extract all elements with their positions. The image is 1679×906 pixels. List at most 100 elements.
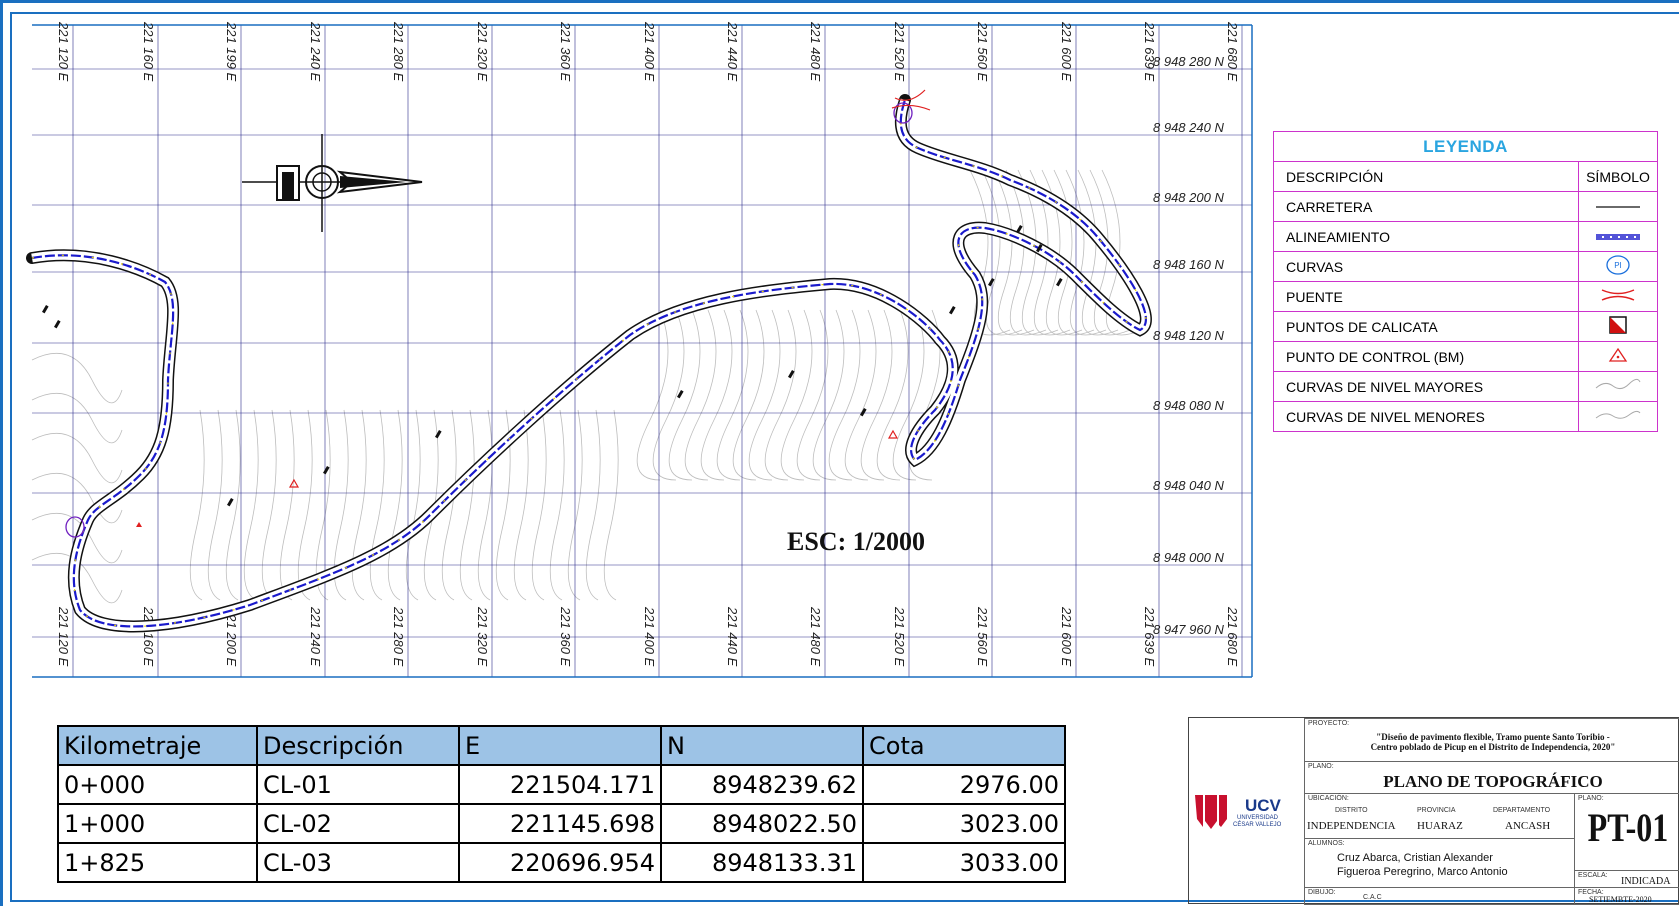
cell-kilometraje: 1+000 <box>57 803 258 844</box>
road-alignment <box>26 94 1152 633</box>
contour-line <box>844 309 877 481</box>
cell-e: 221145.698 <box>458 803 662 844</box>
province-value: HUARAZ <box>1417 820 1463 832</box>
date-cell: FECHA: SETIEMBTE-2020 <box>1574 887 1679 905</box>
x-axis-label: 221 280 E <box>391 21 406 82</box>
pi-circle-icon: PI <box>1578 251 1658 282</box>
project-label: PROYECTO: <box>1308 720 1350 727</box>
control-point-triangle-icon <box>887 429 899 439</box>
x-axis-label: 221 520 E <box>892 606 907 667</box>
contour-line <box>812 309 845 481</box>
legend-label: PUENTE <box>1273 281 1579 312</box>
contour-line <box>531 409 547 601</box>
y-axis-label: 8 948 000 N <box>1153 550 1224 565</box>
drawing-label: DIBUJO: <box>1308 889 1336 896</box>
scale-label: ESC: 1/2000 <box>787 527 925 556</box>
x-axis-label: 221 360 E <box>558 606 573 667</box>
calicata-mark <box>42 305 49 314</box>
pi-circle-icon <box>893 102 913 124</box>
x-axis-label: 221 320 E <box>475 21 490 82</box>
road-line-icon <box>1578 191 1658 222</box>
col-kilometraje: Kilometraje <box>57 725 258 766</box>
cell-e: 220696.954 <box>458 842 662 883</box>
x-axis-label: 221 440 E <box>725 21 740 82</box>
contour-line <box>189 409 205 601</box>
cell-e: 221504.171 <box>458 764 662 805</box>
calicata-mark <box>860 407 867 417</box>
district-label: DISTRITO <box>1335 807 1368 814</box>
contour-line <box>993 169 1035 336</box>
scale-value: INDICADA <box>1621 876 1671 887</box>
y-axis-label: 8 948 120 N <box>1153 328 1224 343</box>
legend-title: LEYENDA <box>1273 131 1658 162</box>
triangle-icon <box>1578 341 1658 372</box>
x-axis-label: 221 560 E <box>975 606 990 667</box>
legend-col-description: DESCRIPCIÓN <box>1273 161 1579 192</box>
x-axis-label: 221 160 E <box>141 21 156 82</box>
contour-line <box>684 309 717 481</box>
contour-line <box>603 409 619 601</box>
legend-label: CARRETERA <box>1273 191 1579 222</box>
logo-sub-2: CÉSAR VALLEJO <box>1233 821 1282 828</box>
sheet-code-cell: PLANO: PT-01 <box>1574 793 1679 871</box>
plan-label: PLANO: <box>1308 763 1334 770</box>
cell-cota: 3023.00 <box>862 803 1066 844</box>
contour-major-icon <box>1578 371 1658 402</box>
contour-line <box>700 309 733 481</box>
legend-row: PUNTO DE CONTROL (BM) <box>1273 341 1658 372</box>
x-axis-label: 221 560 E <box>975 21 990 82</box>
district-value: INDEPENDENCIA <box>1307 820 1396 832</box>
contour-line <box>207 409 223 601</box>
x-axis-label: 221 639 E <box>1142 21 1157 82</box>
contour-line <box>31 352 123 404</box>
drawing-cell: DIBUJO: C.A.C <box>1304 887 1575 905</box>
legend-row: CARRETERA <box>1273 191 1658 222</box>
contour-line <box>243 409 259 601</box>
x-axis-label: 221 200 E <box>224 606 239 667</box>
table-header-row: Kilometraje Descripción E N Cota <box>57 725 1066 766</box>
y-axis-label: 8 947 960 N <box>1153 622 1224 637</box>
pi-label: PI <box>1614 261 1622 270</box>
calicata-mark <box>1016 225 1023 234</box>
contour-line <box>405 409 421 601</box>
contour-line <box>31 552 123 604</box>
contour-line <box>279 409 295 601</box>
department-label: DEPARTAMENTO <box>1493 807 1551 814</box>
calicata-mark <box>987 277 995 287</box>
contour-line <box>31 392 123 444</box>
x-axis-label: 221 280 E <box>391 606 406 667</box>
calicata-mark <box>54 320 61 329</box>
date-label: FECHA: <box>1578 889 1604 896</box>
col-n: N <box>660 725 864 766</box>
title-block-logo-area: UCV UNIVERSIDAD CÉSAR VALLEJO <box>1189 718 1305 905</box>
project-text-line-1: "Diseño de pavimento flexible, Tramo pue… <box>1376 732 1610 742</box>
logo-text: UCV <box>1245 796 1282 815</box>
department-value: ANCASH <box>1505 820 1551 832</box>
student-name: Figueroa Peregrino, Marco Antonio <box>1337 866 1508 878</box>
title-block: UCV UNIVERSIDAD CÉSAR VALLEJO PROYECTO: … <box>1188 717 1679 905</box>
contour-line <box>261 409 277 601</box>
x-axis-label: 221 360 E <box>558 21 573 82</box>
calicata-mark <box>434 429 442 439</box>
north-arrow-icon <box>242 134 423 232</box>
calicata-mark <box>323 465 330 475</box>
contour-line <box>387 409 403 601</box>
contour-line <box>31 512 123 564</box>
y-axis-label: 8 948 040 N <box>1153 478 1224 493</box>
location-label: UBICACIÓN: <box>1308 795 1349 802</box>
x-axis-label: 221 400 E <box>642 21 657 82</box>
x-axis-label: 221 199 E <box>224 21 239 82</box>
legend-table: LEYENDA DESCRIPCIÓN SÍMBOLO CARRETERA AL… <box>1273 131 1658 432</box>
calicata-mark <box>1036 243 1043 253</box>
contour-line <box>828 309 861 481</box>
y-axis-labels: 8 948 280 N8 948 240 N8 948 200 N8 948 1… <box>1153 54 1224 637</box>
contour-line <box>860 309 893 481</box>
contour-line <box>31 432 123 484</box>
legend-label: CURVAS DE NIVEL MAYORES <box>1273 371 1579 402</box>
legend-label: CURVAS DE NIVEL MENORES <box>1273 401 1579 432</box>
pi-circle-icon <box>65 516 85 538</box>
cell-cota: 2976.00 <box>862 764 1066 805</box>
control-point-triangle-icon <box>288 478 300 488</box>
contour-line <box>636 309 669 481</box>
